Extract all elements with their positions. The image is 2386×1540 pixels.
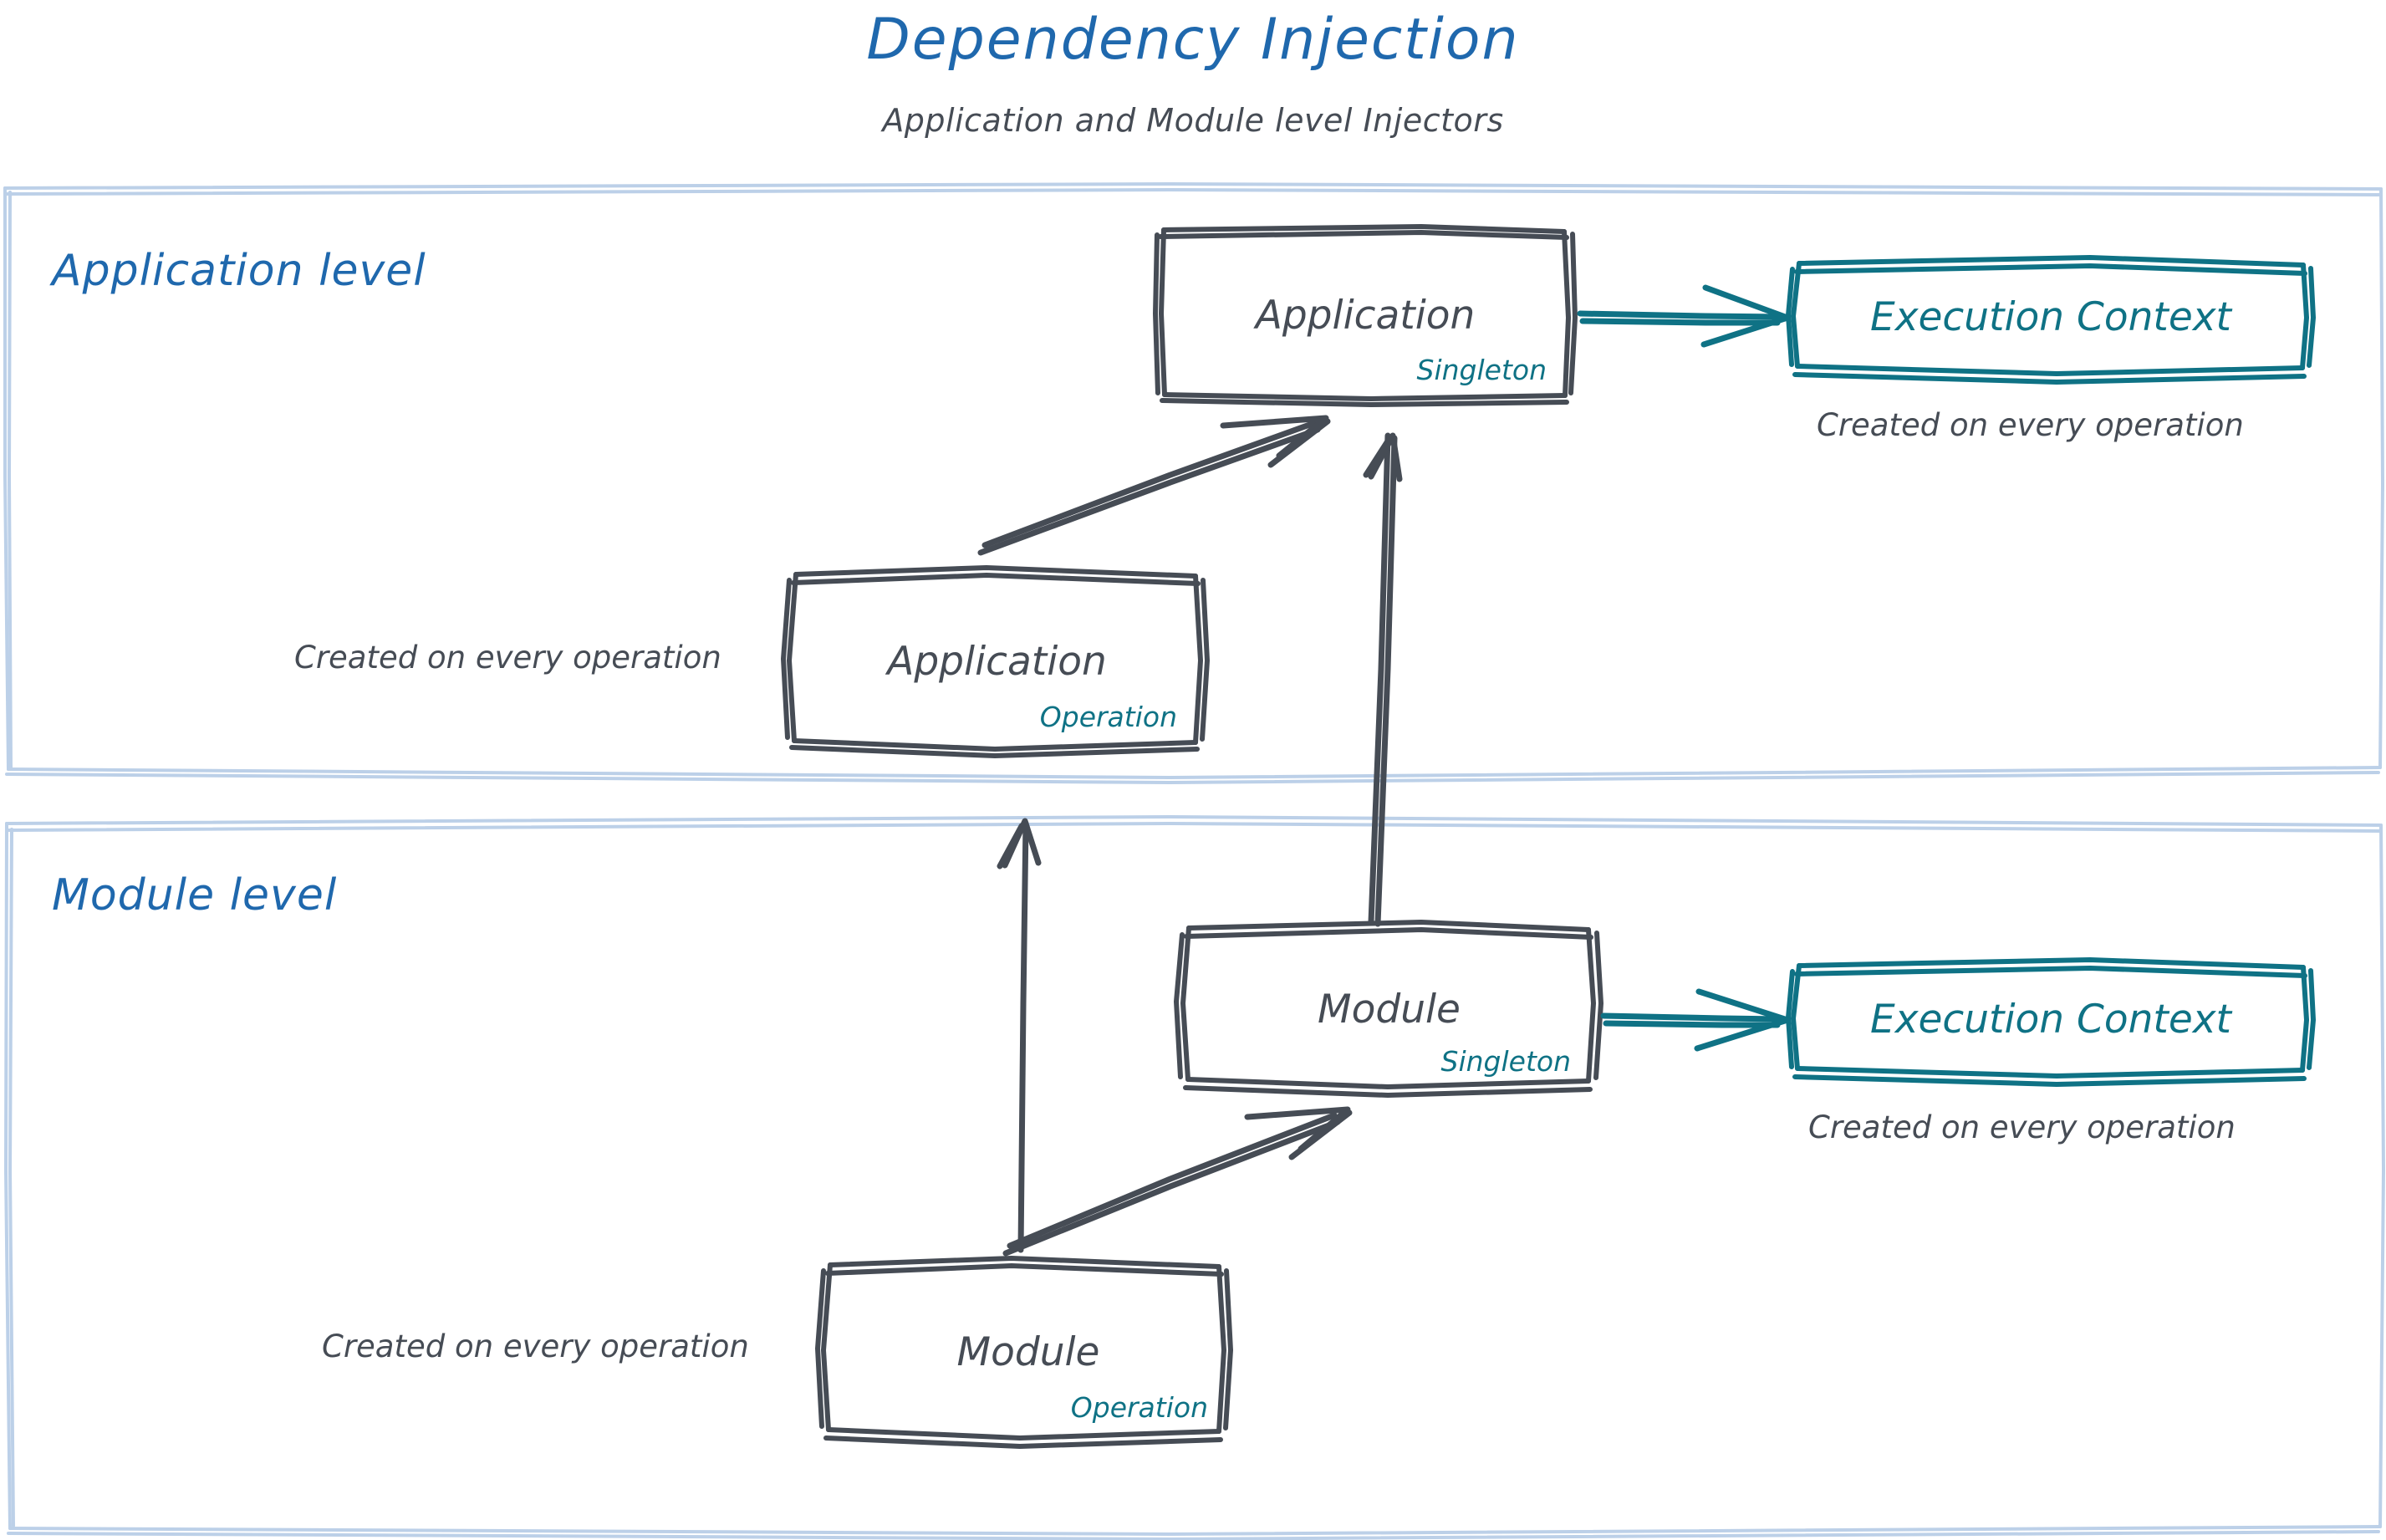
node-title-execution-context-application: Execution Context bbox=[1870, 294, 2231, 340]
arrow-module-to-execution-context bbox=[1600, 988, 1791, 1052]
node-tag-application-operation: Operation bbox=[1039, 701, 1177, 733]
container-label-application-level: Application level bbox=[52, 246, 426, 296]
arrow-module-operation-to-application-operation bbox=[997, 818, 1042, 1253]
node-execution-context-application[interactable]: Execution Context bbox=[1792, 259, 2310, 375]
container-label-module-level: Module level bbox=[52, 870, 338, 920]
arrow-module-singleton-to-application-singleton bbox=[1363, 432, 1403, 927]
node-execution-context-module[interactable]: Execution Context bbox=[1792, 961, 2310, 1077]
node-title-execution-context-module: Execution Context bbox=[1870, 997, 2231, 1043]
node-module-singleton[interactable]: Module Singleton bbox=[1182, 926, 1596, 1092]
page-subtitle: Application and Module level Injectors bbox=[882, 102, 1504, 139]
node-title-module-singleton: Module bbox=[1318, 987, 1461, 1033]
node-module-operation[interactable]: Module Operation bbox=[823, 1264, 1233, 1441]
node-tag-module-operation: Operation bbox=[1070, 1391, 1208, 1424]
note-exec-ctx-module: Created on every operation bbox=[1808, 1109, 2236, 1145]
note-application-operation: Created on every operation bbox=[294, 640, 721, 676]
arrow-application-operation-to-application-singleton bbox=[977, 415, 1331, 556]
arrow-module-operation-to-module-singleton bbox=[1002, 1106, 1353, 1257]
node-tag-application-singleton: Singleton bbox=[1416, 354, 1547, 386]
node-application-operation[interactable]: Application Operation bbox=[790, 574, 1204, 751]
node-title-application-singleton: Application bbox=[1255, 293, 1476, 339]
node-application-singleton[interactable]: Application Singleton bbox=[1160, 230, 1570, 401]
node-title-application-operation: Application bbox=[887, 639, 1107, 685]
note-module-operation: Created on every operation bbox=[322, 1328, 749, 1364]
arrow-application-to-execution-context bbox=[1577, 284, 1791, 348]
note-exec-ctx-application: Created on every operation bbox=[1817, 407, 2244, 443]
node-title-module-operation: Module bbox=[956, 1329, 1100, 1375]
page-title: Dependency Injection bbox=[866, 7, 1520, 73]
node-tag-module-singleton: Singleton bbox=[1440, 1045, 1572, 1078]
